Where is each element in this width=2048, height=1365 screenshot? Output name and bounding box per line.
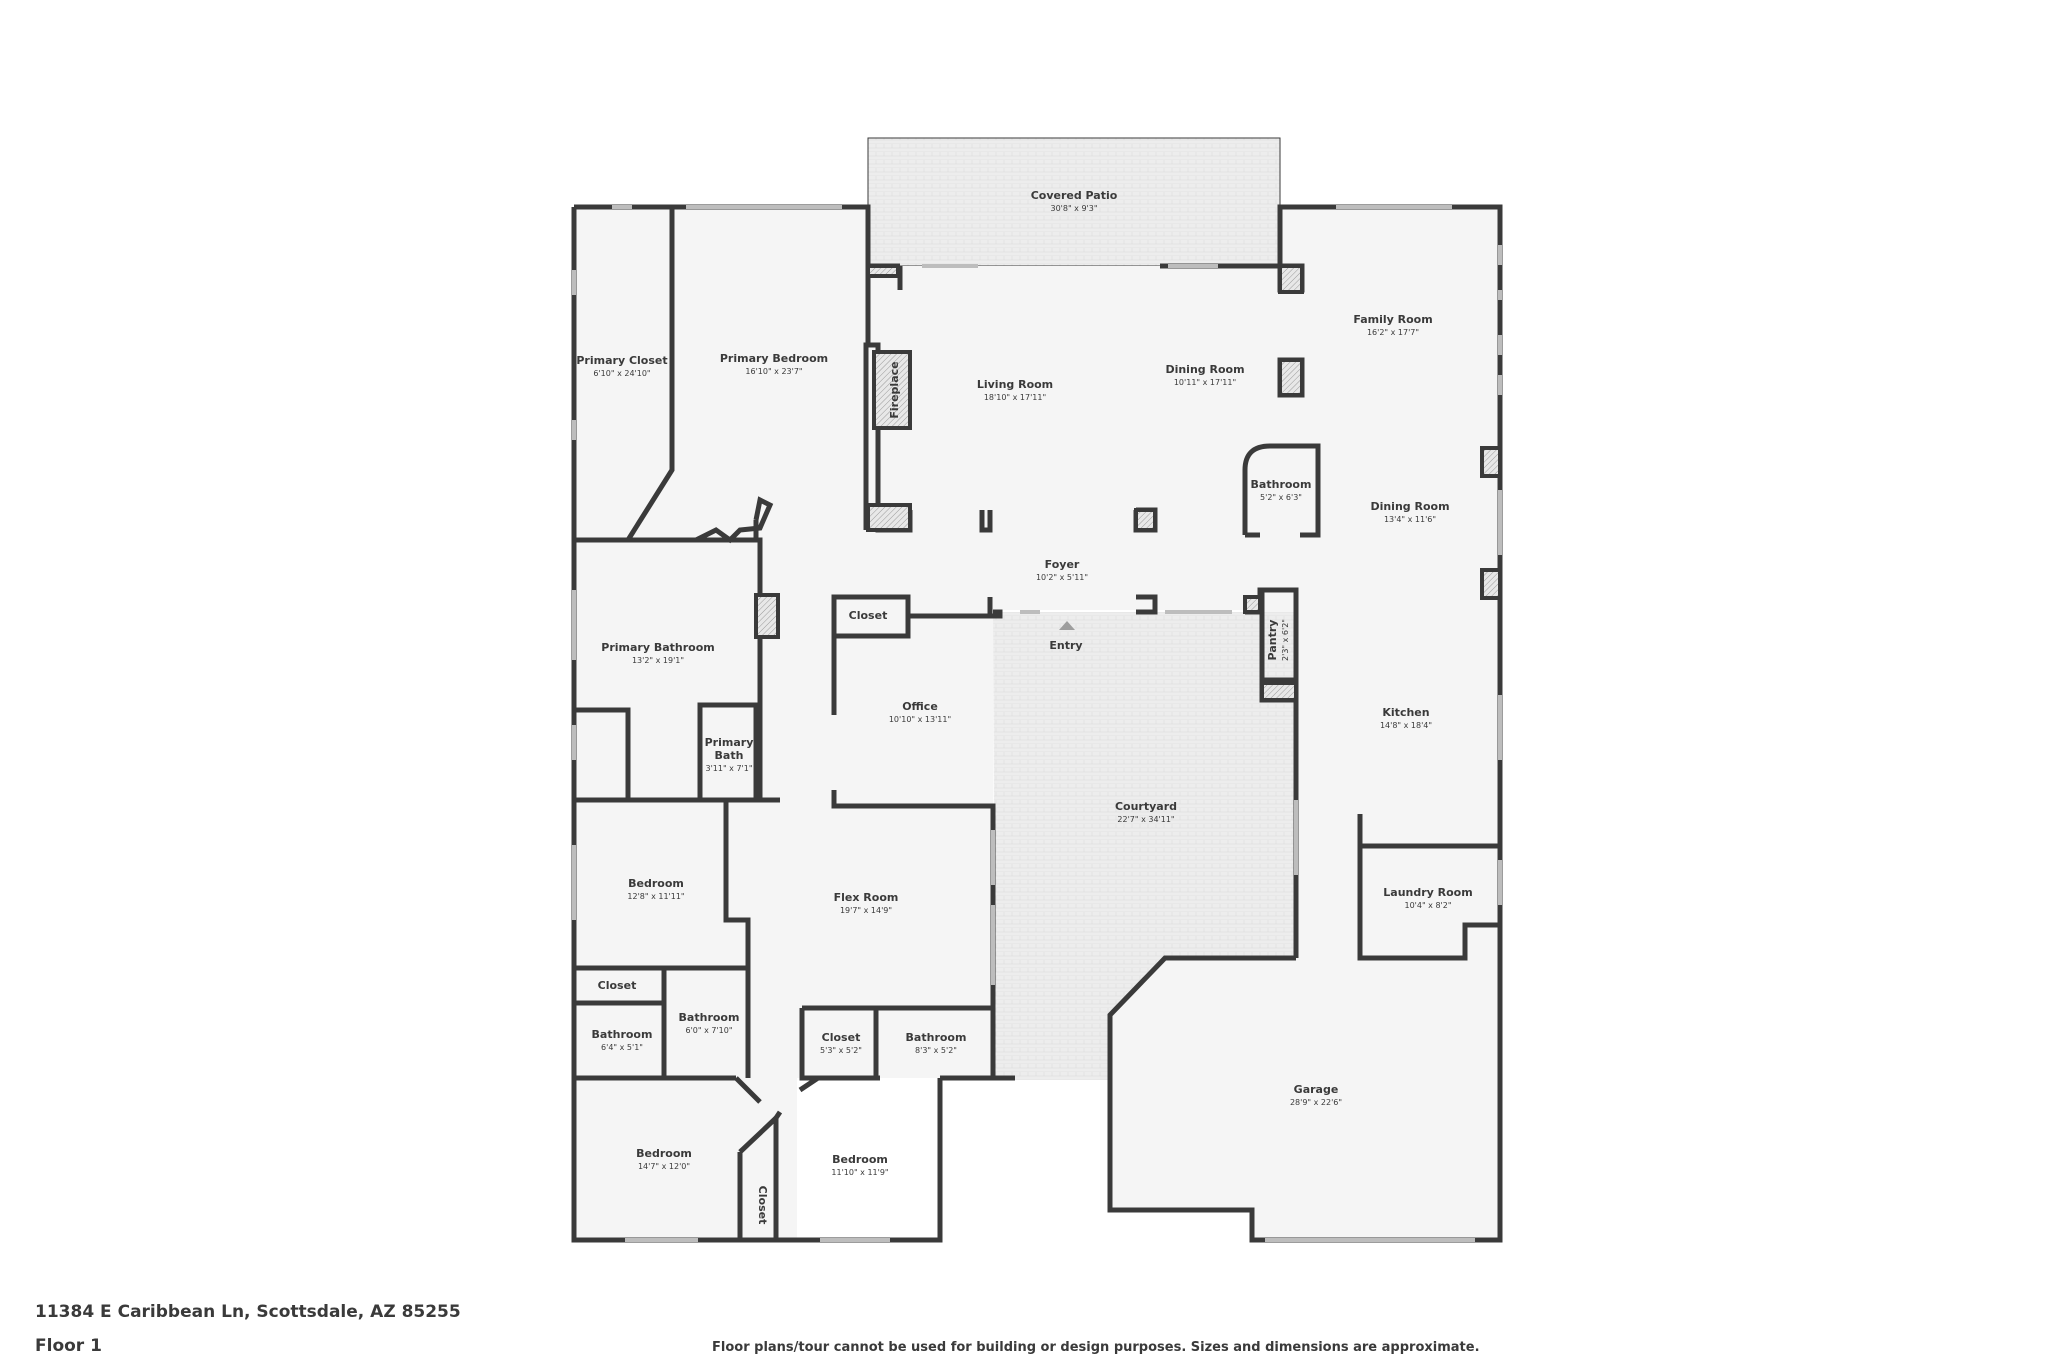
office-dim: 10'10" x 13'11"	[889, 715, 951, 724]
house-floor	[574, 207, 1500, 1240]
dining-room-1-label: Dining Room	[1165, 363, 1244, 376]
disclaimer-text: Floor plans/tour cannot be used for buil…	[712, 1340, 1480, 1355]
closet-vertical-label: Closet	[756, 1186, 769, 1225]
flex-room-label: Flex Room	[834, 891, 899, 904]
family-room-dim: 16'2" x 17'7"	[1367, 328, 1419, 337]
covered-patio-area	[867, 137, 1281, 267]
entry-label: Entry	[1049, 639, 1082, 652]
fireplace-label: Fireplace	[888, 361, 901, 418]
dining-room-2-label: Dining Room	[1370, 500, 1449, 513]
courtyard-dim: 22'7" x 34'11"	[1117, 815, 1174, 824]
floor-fills	[574, 137, 1500, 1240]
garage-dim: 28'9" x 22'6"	[1290, 1098, 1342, 1107]
bedroom-1-label: Bedroom	[628, 877, 684, 890]
bathroom-mid-dim: 6'0" x 7'10"	[685, 1026, 732, 1035]
primary-closet-dim: 6'10" x 24'10"	[593, 369, 650, 378]
living-room-dim: 18'10" x 17'11"	[984, 393, 1046, 402]
bathroom-left-label: Bathroom	[592, 1028, 653, 1041]
bathroom-flex-dim: 8'3" x 5'2"	[915, 1046, 957, 1055]
hatched-features	[754, 264, 1502, 702]
foyer-dim: 10'2" x 5'11"	[1036, 573, 1088, 582]
laundry-room-dim: 10'4" x 8'2"	[1404, 901, 1451, 910]
entry-arrow-icon	[1059, 621, 1075, 630]
covered-patio-label: Covered Patio	[1031, 189, 1118, 202]
dining-room-1-dim: 10'11" x 17'11"	[1174, 378, 1236, 387]
kitchen-dim: 14'8" x 18'4"	[1380, 721, 1432, 730]
kitchen-label: Kitchen	[1382, 706, 1429, 719]
pantry-dim: 2'3" x 6'2"	[1281, 619, 1290, 661]
closet-flex-dim: 5'3" x 5'2"	[820, 1046, 862, 1055]
closet-office-label: Closet	[849, 609, 888, 622]
primary-bathroom-label: Primary Bathroom	[601, 641, 714, 654]
closet-left-label: Closet	[598, 979, 637, 992]
closet-flex-label: Closet	[822, 1031, 861, 1044]
bedroom-2-label: Bedroom	[636, 1147, 692, 1160]
garage-label: Garage	[1294, 1083, 1339, 1096]
property-address: 11384 E Caribbean Ln, Scottsdale, AZ 852…	[35, 1302, 461, 1322]
bathroom-center-label: Bathroom	[1251, 478, 1312, 491]
primary-bath-dim: 3'11" x 7'1"	[705, 764, 752, 773]
covered-patio-dim: 30'8" x 9'3"	[1050, 204, 1097, 213]
primary-bedroom-label: Primary Bedroom	[720, 352, 828, 365]
bedroom-2-dim: 14'7" x 12'0"	[638, 1162, 690, 1171]
windows	[572, 205, 1502, 1242]
laundry-room-label: Laundry Room	[1383, 886, 1472, 899]
bathroom-mid-label: Bathroom	[679, 1011, 740, 1024]
office-label: Office	[902, 700, 938, 713]
room-labels: Covered Patio 30'8" x 9'3" Primary Close…	[576, 189, 1472, 1224]
bedroom-3-dim: 11'10" x 11'9"	[831, 1168, 888, 1177]
primary-bedroom-dim: 16'10" x 23'7"	[745, 367, 802, 376]
bathroom-left-dim: 6'4" x 5'1"	[601, 1043, 643, 1052]
floor-label: Floor 1	[35, 1336, 102, 1356]
foyer-label: Foyer	[1045, 558, 1080, 571]
living-room-label: Living Room	[977, 378, 1053, 391]
courtyard-label: Courtyard	[1115, 800, 1177, 813]
bathroom-center-dim: 5'2" x 6'3"	[1260, 493, 1302, 502]
primary-bath-label-1: Primary	[705, 736, 754, 749]
primary-closet-label: Primary Closet	[576, 354, 667, 367]
bathroom-flex-label: Bathroom	[906, 1031, 967, 1044]
flex-room-dim: 19'7" x 14'9"	[840, 906, 892, 915]
family-room-label: Family Room	[1353, 313, 1432, 326]
primary-bathroom-dim: 13'2" x 19'1"	[632, 656, 684, 665]
bedroom-3-label: Bedroom	[832, 1153, 888, 1166]
pantry-label: Pantry	[1266, 620, 1279, 661]
dining-room-2-dim: 13'4" x 11'6"	[1384, 515, 1436, 524]
courtyard-area	[993, 612, 1296, 1080]
bedroom-1-dim: 12'8" x 11'11"	[627, 892, 684, 901]
primary-bath-label-2: Bath	[715, 749, 744, 762]
